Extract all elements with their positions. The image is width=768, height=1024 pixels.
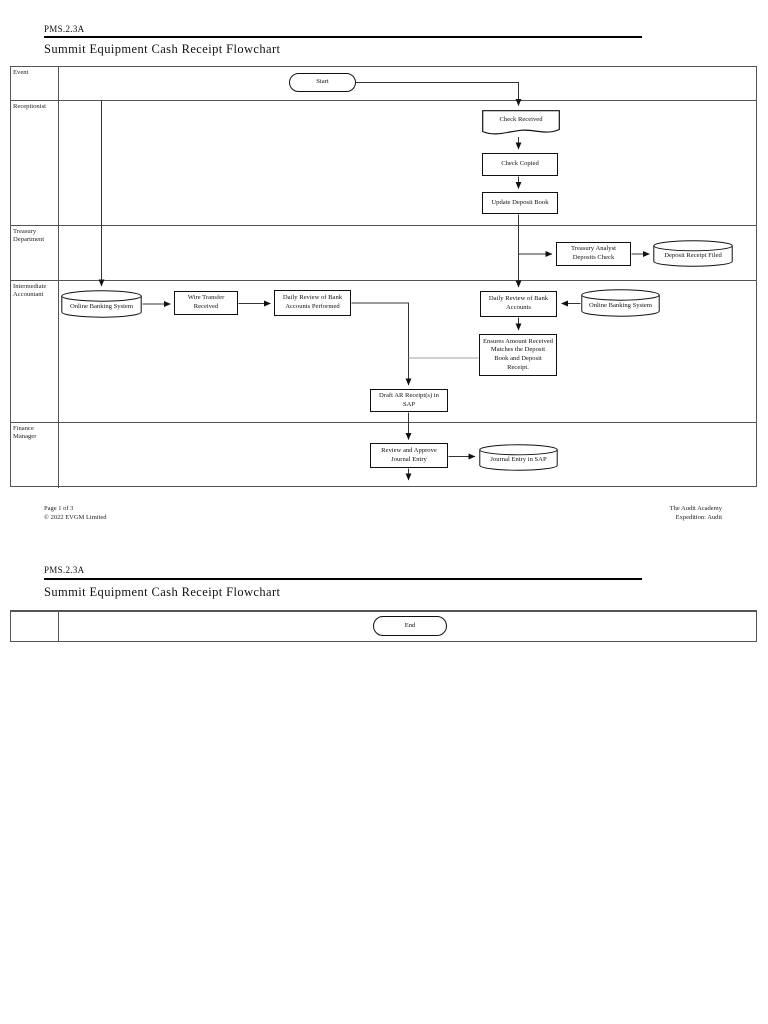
lane-page2-first [11, 612, 756, 641]
footer-series: Expedition: Audit [675, 513, 722, 521]
node-online-banking-system-left-datastore: Online Banking System [61, 290, 142, 318]
node-draft-ar-receipt-in-sap: Draft AR Receipt(s) in SAP [370, 389, 448, 412]
lane-label-page2-empty [11, 612, 59, 641]
lane-event: Event [11, 67, 756, 101]
doc-code-page2: PMS.2.3A [44, 565, 85, 575]
node-deposit-receipt-filed-datastore: Deposit Receipt Filed [653, 240, 733, 267]
document-shape-icon [482, 110, 560, 135]
lane-label-treasury-department: Treasury Department [11, 226, 59, 280]
footer-right: The Audit Academy Expedition: Audit [560, 505, 722, 523]
node-end-terminator: End [373, 616, 447, 636]
node-start-terminator: Start [289, 73, 356, 92]
lane-label-intermediate-accountant: Intermediate Accountant [11, 281, 59, 422]
cylinder-shape-icon [61, 290, 142, 318]
node-check-copied: Check Copied [482, 153, 558, 176]
lane-label-receptionist: Receptionist [11, 101, 59, 225]
node-daily-review-of-bank-accounts: Daily Review of Bank Accounts [480, 291, 557, 317]
doc-code-page1: PMS.2.3A [44, 24, 85, 34]
lane-label-event: Event [11, 67, 59, 100]
page-title-page2: Summit Equipment Cash Receipt Flowchart [44, 585, 281, 599]
node-wire-transfer-received: Wire Transfer Received [174, 291, 238, 315]
cylinder-shape-icon [479, 444, 558, 471]
node-review-and-approve-journal-entry: Review and Approve Journal Entry [370, 443, 448, 468]
page-title-page1: Summit Equipment Cash Receipt Flowchart [44, 42, 281, 56]
lane-finance-manager: Finance Manager [11, 423, 756, 488]
footer-page-number: Page 1 of 3 [44, 505, 74, 512]
node-check-received-document: Check Received [482, 110, 560, 136]
lane-receptionist: Receptionist [11, 101, 756, 226]
node-online-banking-system-right-datastore: Online Banking System [581, 289, 660, 317]
node-treasury-analyst-deposits-check: Treasury Analyst Deposits Check [556, 242, 631, 266]
footer-copyright: © 2022 EVGM Limited [44, 513, 107, 521]
lane-treasury-department: Treasury Department [11, 226, 756, 281]
node-update-deposit-book: Update Deposit Book [482, 192, 558, 214]
swimlane-table: Event Receptionist Treasury Department I… [10, 66, 757, 488]
node-daily-review-of-bank-accounts-performed: Daily Review of Bank Accounts Performed [274, 290, 351, 316]
node-journal-entry-in-sap-datastore: Journal Entry in SAP [479, 444, 558, 471]
lane-label-finance-manager: Finance Manager [11, 423, 59, 488]
cylinder-shape-icon [653, 240, 733, 267]
header-rule-page1 [44, 36, 642, 38]
cylinder-shape-icon [581, 289, 660, 317]
swimlane-table-page2 [10, 610, 757, 642]
header-rule-page2 [44, 578, 642, 580]
footer-org: The Audit Academy [669, 505, 722, 512]
lane-intermediate-accountant: Intermediate Accountant [11, 281, 756, 423]
node-ensures-amount-received-matches: Ensures Amount Received Matches the Depo… [479, 334, 557, 376]
footer-left: Page 1 of 3 © 2022 EVGM Limited [44, 505, 107, 523]
